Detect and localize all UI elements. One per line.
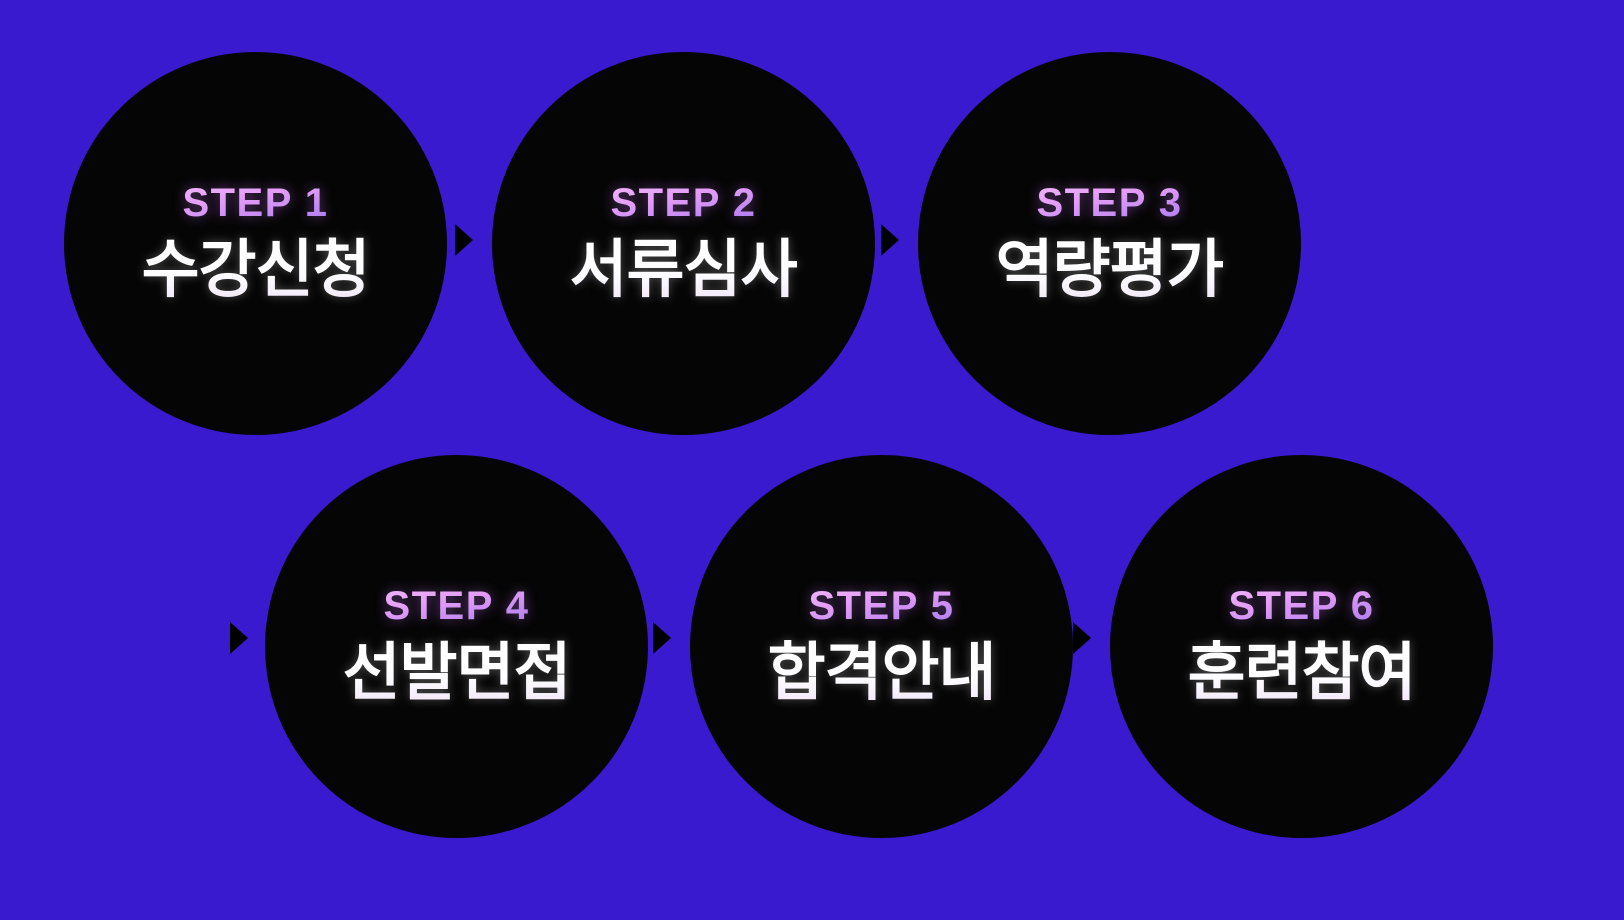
step-label-1: STEP 1: [182, 181, 329, 226]
step-circle-1[interactable]: STEP 1 수강신청: [64, 52, 447, 435]
step-title-2: 서류심사: [569, 235, 799, 306]
step-label-3: STEP 3: [1036, 181, 1183, 226]
step-circle-2[interactable]: STEP 2 서류심사: [492, 52, 875, 435]
arrow-step4-to-step5: [653, 622, 671, 654]
step-title-6: 훈련참여: [1187, 638, 1417, 709]
arrow-step1-to-step2: [455, 224, 473, 256]
step-title-4: 선발면접: [342, 638, 572, 709]
arrow-step2-to-step3: [881, 224, 899, 256]
step-label-5: STEP 5: [808, 584, 955, 629]
step-title-1: 수강신청: [141, 235, 371, 306]
step-label-2: STEP 2: [610, 181, 757, 226]
step-circle-3[interactable]: STEP 3 역량평가: [918, 52, 1301, 435]
step-label-6: STEP 6: [1228, 584, 1375, 629]
arrow-step3-to-step4: [230, 622, 248, 654]
step-label-4: STEP 4: [383, 584, 530, 629]
step-circle-5[interactable]: STEP 5 합격안내: [690, 455, 1073, 838]
step-title-3: 역량평가: [995, 235, 1225, 306]
step-circle-4[interactable]: STEP 4 선발면접: [265, 455, 648, 838]
arrow-step5-to-step6: [1073, 622, 1091, 654]
step-circle-6[interactable]: STEP 6 훈련참여: [1110, 455, 1493, 838]
step-title-5: 합격안내: [767, 638, 997, 709]
